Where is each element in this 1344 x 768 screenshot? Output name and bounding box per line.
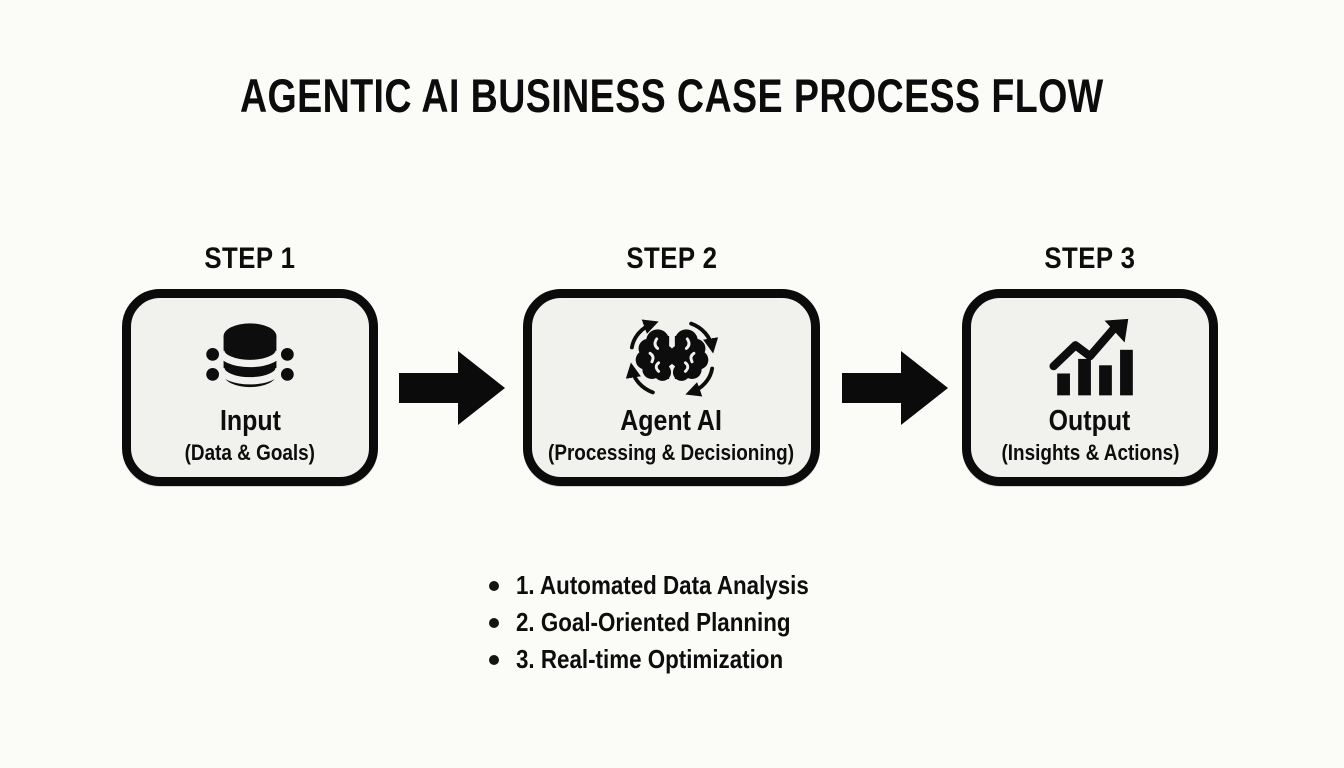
feature-item: 1. Automated Data Analysis — [489, 567, 857, 604]
page-title: AGENTIC AI BUSINESS CASE PROCESS FLOW — [240, 69, 1104, 122]
bullet-icon — [489, 580, 499, 591]
database-icon — [204, 316, 296, 400]
step-3: STEP 3 Output (Insights & Actions) — [962, 242, 1218, 486]
feature-item: 2. Goal-Oriented Planning — [489, 604, 857, 641]
step-3-subtitle: (Insights & Actions) — [1001, 439, 1179, 465]
brain-sync-icon — [611, 316, 733, 400]
step-1-label: STEP 1 — [204, 242, 296, 275]
bullet-icon — [489, 654, 499, 665]
step-3-title: Output — [1049, 405, 1131, 437]
step-3-box: Output (Insights & Actions) — [962, 289, 1218, 486]
step-1: STEP 1 Input (Data & Goals) — [122, 242, 378, 486]
feature-list: 1. Automated Data Analysis 2. Goal-Orien… — [489, 567, 857, 678]
step-1-box: Input (Data & Goals) — [122, 289, 378, 486]
arrow-right-icon — [842, 351, 948, 425]
feature-item: 3. Real-time Optimization — [489, 641, 857, 678]
arrow-right-icon — [399, 351, 505, 425]
step-1-subtitle: (Data & Goals) — [184, 439, 316, 465]
step-1-title: Input — [219, 405, 281, 437]
step-2-label: STEP 2 — [625, 242, 718, 275]
step-3-label: STEP 3 — [1044, 242, 1136, 275]
bullet-icon — [489, 617, 499, 628]
step-2: STEP 2 — [523, 242, 820, 486]
step-2-box: Agent AI (Processing & Decisioning) — [523, 289, 820, 486]
growth-chart-icon — [1042, 316, 1138, 400]
step-2-subtitle: (Processing & Decisioning) — [548, 439, 795, 465]
step-2-title: Agent AI — [620, 405, 723, 437]
